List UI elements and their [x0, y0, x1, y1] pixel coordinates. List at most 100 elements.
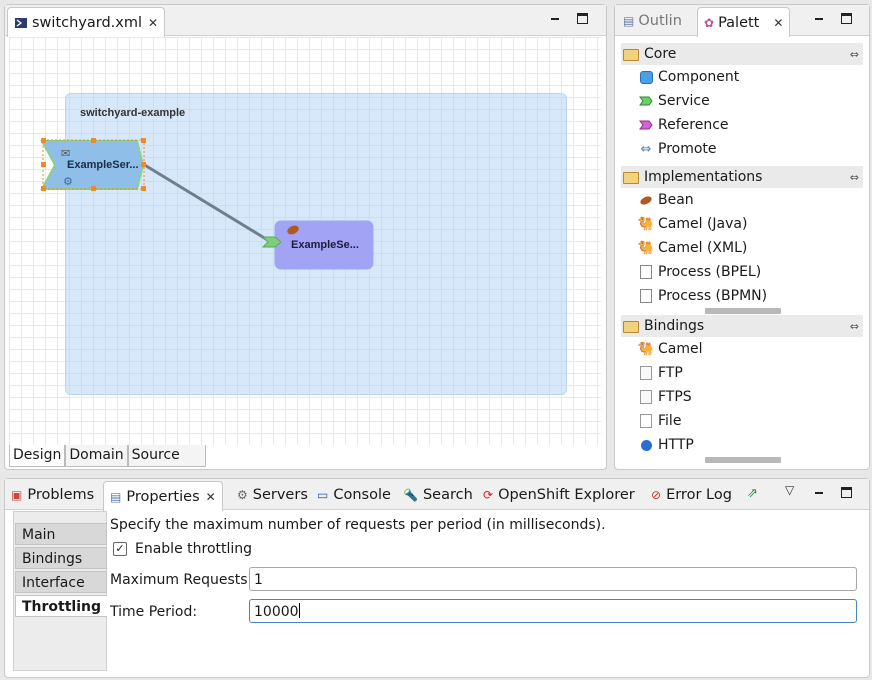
tab-error-log[interactable]: ⊘ Error Log [651, 487, 732, 503]
tab-console[interactable]: ▭ Console [317, 487, 391, 503]
open-console-icon[interactable]: ⇗ [747, 486, 758, 501]
tab-switchyard-xml[interactable]: switchyard.xml ✕ [7, 7, 166, 37]
palette-item-promote[interactable]: ⇔ Promote [640, 141, 717, 157]
drawer-header-implementations[interactable]: Implementations ⇔ [621, 166, 863, 188]
palette-item-component[interactable]: Component [621, 65, 863, 89]
pin-icon[interactable]: ⇔ [849, 47, 859, 61]
http-icon [639, 438, 653, 452]
pin-icon[interactable]: ⇔ [849, 319, 859, 333]
time-period-label: Time Period: [110, 604, 198, 620]
tab-outline[interactable]: ▤ Outlin [623, 13, 682, 29]
palette-drawer-bindings: Bindings ⇔ 🐫 Camel FTP FTPS File HTTP [621, 315, 863, 457]
file-icon [639, 414, 653, 428]
enable-throttling-label: Enable throttling [135, 541, 253, 557]
tab-search[interactable]: 🔦 Search [403, 487, 473, 503]
service-icon [639, 94, 653, 108]
side-tab-throttling[interactable]: Throttling [15, 595, 107, 617]
palette-item-http[interactable]: HTTP [621, 433, 863, 457]
palette-item-file[interactable]: File [621, 409, 863, 433]
problems-icon: ▣ [11, 488, 23, 502]
palette-item-ftps[interactable]: FTPS [621, 385, 863, 409]
minimize-button[interactable] [813, 13, 825, 25]
bottom-tabbar: ▣ Problems ▤ Properties ✕ ⚙ Servers ▭ Co… [5, 479, 869, 511]
tab-servers[interactable]: ⚙ Servers [237, 487, 308, 503]
close-icon[interactable]: ✕ [205, 489, 216, 504]
search-icon: 🔦 [403, 488, 418, 502]
service-node[interactable]: ExampleSer... [67, 159, 139, 171]
throttling-description: Specify the maximum number of requests p… [110, 517, 606, 533]
servers-icon: ⚙ [237, 488, 248, 502]
component-icon [639, 70, 653, 84]
properties-icon: ▤ [110, 489, 122, 504]
bean-icon [639, 193, 653, 207]
error-log-icon: ⊘ [651, 488, 662, 502]
properties-body: Main Bindings Interface Throttling Speci… [9, 511, 865, 673]
tab-domain[interactable]: Domain [65, 445, 128, 467]
drawer-header-core[interactable]: Core ⇔ [621, 43, 863, 65]
camel-xml-icon: 🐫 [637, 240, 655, 256]
bindings-scrollbar[interactable] [705, 457, 781, 463]
palette-drawer-implementations: Implementations ⇔ Bean 🐫 Camel (Java) 🐫 … [621, 166, 863, 308]
palette-item-ftp[interactable]: FTP [621, 361, 863, 385]
bpmn-icon [639, 289, 653, 303]
maximize-button[interactable] [841, 13, 852, 24]
properties-panel: ▣ Problems ▤ Properties ✕ ⚙ Servers ▭ Co… [4, 478, 870, 678]
close-icon[interactable]: ✕ [148, 15, 159, 30]
tab-design[interactable]: Design [9, 445, 66, 467]
palette-item-process-bpmn[interactable]: Process (BPMN) [621, 284, 863, 308]
tab-openshift-explorer[interactable]: ⟳ OpenShift Explorer [483, 487, 635, 503]
palette-icon: ✿ [704, 15, 715, 30]
side-tab-main[interactable]: Main [15, 523, 107, 545]
close-icon[interactable]: ✕ [773, 15, 784, 30]
palette-item-service[interactable]: Service [621, 89, 863, 113]
tab-problems[interactable]: ▣ Problems [11, 487, 95, 503]
tab-palette[interactable]: ✿ Palett ✕ [697, 7, 791, 37]
service-wire [142, 162, 272, 244]
implementations-scrollbar[interactable] [705, 308, 781, 314]
enable-throttling-row: ✓ Enable throttling [113, 541, 252, 557]
side-tab-bindings[interactable]: Bindings [15, 547, 107, 569]
wrench-icon: ⚙ [63, 175, 73, 188]
folder-icon [623, 321, 639, 333]
tab-properties[interactable]: ▤ Properties ✕ [103, 481, 223, 511]
diagram-svg [40, 138, 374, 270]
editor-bottom-tabs: Design Domain Source [9, 445, 206, 467]
time-period-field[interactable]: 10000 [249, 599, 857, 623]
diagram-canvas[interactable]: switchyard-example ✉ ⚙ ExampleSer... Exa… [9, 37, 601, 445]
side-tab-interface[interactable]: Interface [15, 571, 107, 593]
max-requests-field[interactable]: 1 [249, 567, 857, 591]
envelope-icon: ✉ [61, 147, 71, 160]
folder-icon [623, 49, 639, 61]
palette-tabbar: ▤ Outlin ✿ Palett ✕ [615, 5, 869, 37]
reference-icon [639, 118, 653, 132]
palette-drawer-core: Core ⇔ Component Service Reference ⇔ Pro… [621, 43, 863, 161]
max-requests-label: Maximum Requests: [110, 572, 253, 588]
palette-item-camel-java[interactable]: 🐫 Camel (Java) [637, 216, 748, 232]
enable-throttling-checkbox[interactable]: ✓ [113, 542, 127, 556]
minimize-button[interactable] [549, 13, 561, 25]
palette-item-camel[interactable]: 🐫 Camel [637, 341, 703, 357]
camel-icon: 🐫 [637, 216, 655, 232]
maximize-button[interactable] [841, 487, 852, 498]
editor-tabbar: switchyard.xml ✕ [5, 5, 606, 37]
palette-panel: ▤ Outlin ✿ Palett ✕ Core ⇔ Component Ser… [614, 4, 870, 470]
tab-title: switchyard.xml [32, 14, 143, 31]
view-menu-icon[interactable]: ▽ [785, 483, 795, 497]
palette-item-bean[interactable]: Bean [621, 188, 863, 212]
component-node[interactable]: ExampleSe... [291, 239, 359, 251]
promote-icon: ⇔ [640, 141, 652, 157]
drawer-header-bindings[interactable]: Bindings ⇔ [621, 315, 863, 337]
minimize-button[interactable] [813, 487, 825, 499]
tab-source[interactable]: Source [127, 445, 206, 467]
time-period-value: 10000 [254, 604, 299, 620]
palette-item-process-bpel[interactable]: Process (BPEL) [621, 260, 863, 284]
maximize-button[interactable] [577, 13, 588, 24]
bpel-icon [639, 265, 653, 279]
ftps-icon [639, 390, 653, 404]
palette-item-camel-xml[interactable]: 🐫 Camel (XML) [637, 240, 748, 256]
composite-name: switchyard-example [80, 107, 186, 119]
pin-icon[interactable]: ⇔ [849, 170, 859, 184]
palette-item-reference[interactable]: Reference [621, 113, 863, 137]
outline-icon: ▤ [623, 14, 635, 28]
editor-panel: switchyard.xml ✕ switchyard-example [4, 4, 607, 470]
